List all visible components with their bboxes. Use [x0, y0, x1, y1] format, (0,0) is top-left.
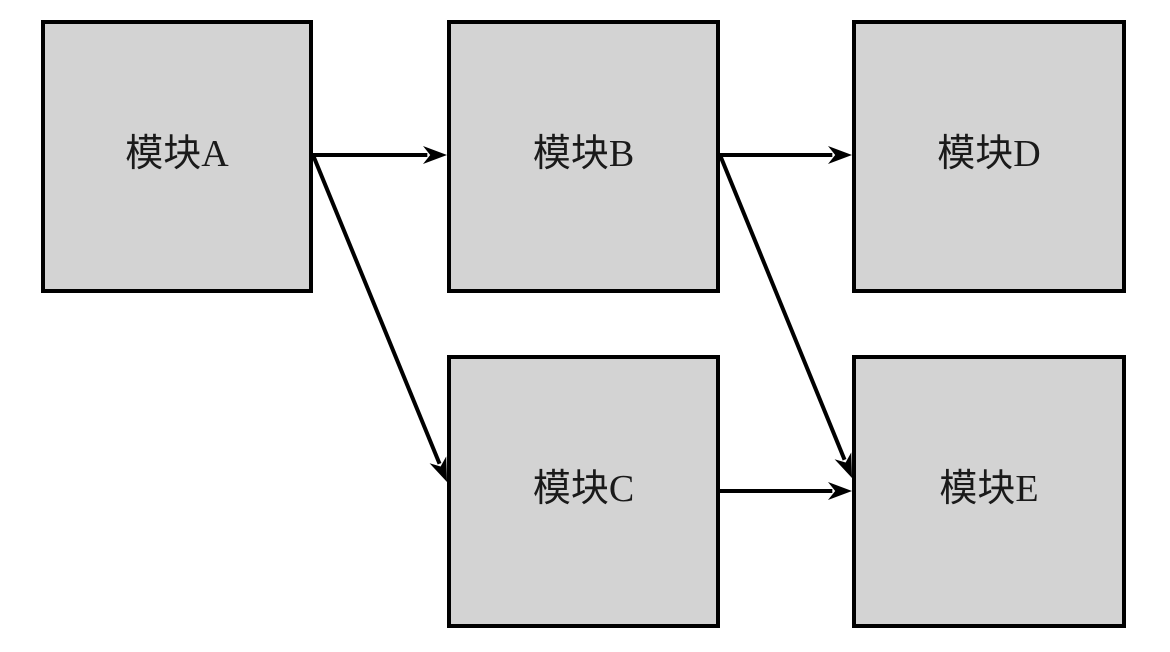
node-label: 模块D: [937, 133, 1040, 175]
node-e[interactable]: 模块E: [852, 355, 1126, 628]
node-label: 模块B: [533, 133, 634, 175]
arrow-head-icon: [429, 456, 447, 482]
arrow-head-icon: [828, 146, 852, 164]
node-box: [852, 20, 1126, 293]
edge-a-to-b[interactable]: [313, 146, 447, 164]
node-a[interactable]: 模块A: [41, 20, 313, 293]
node-c[interactable]: 模块C: [447, 355, 720, 628]
edge-a-to-c[interactable]: [311, 154, 447, 482]
edge-b-to-d[interactable]: [720, 146, 852, 164]
node-d[interactable]: 模块D: [852, 20, 1126, 293]
node-box: [41, 20, 313, 293]
edge-shaft: [718, 154, 847, 461]
node-b[interactable]: 模块B: [447, 20, 720, 293]
arrow-head-icon: [423, 146, 447, 164]
edge-layer: [311, 146, 852, 500]
node-box: [852, 355, 1126, 628]
arrow-head-icon: [828, 482, 852, 500]
node-label: 模块E: [939, 468, 1038, 510]
node-label: 模块C: [533, 468, 634, 510]
arrow-head-icon: [834, 452, 852, 478]
node-label: 模块A: [125, 133, 229, 175]
edge-c-to-e[interactable]: [720, 482, 852, 500]
edge-shaft: [311, 154, 442, 465]
node-box: [447, 355, 720, 628]
node-box: [447, 20, 720, 293]
edge-b-to-e[interactable]: [718, 154, 852, 478]
node-layer: 模块A 模块B 模块D 模块C 模块E: [41, 20, 1126, 628]
